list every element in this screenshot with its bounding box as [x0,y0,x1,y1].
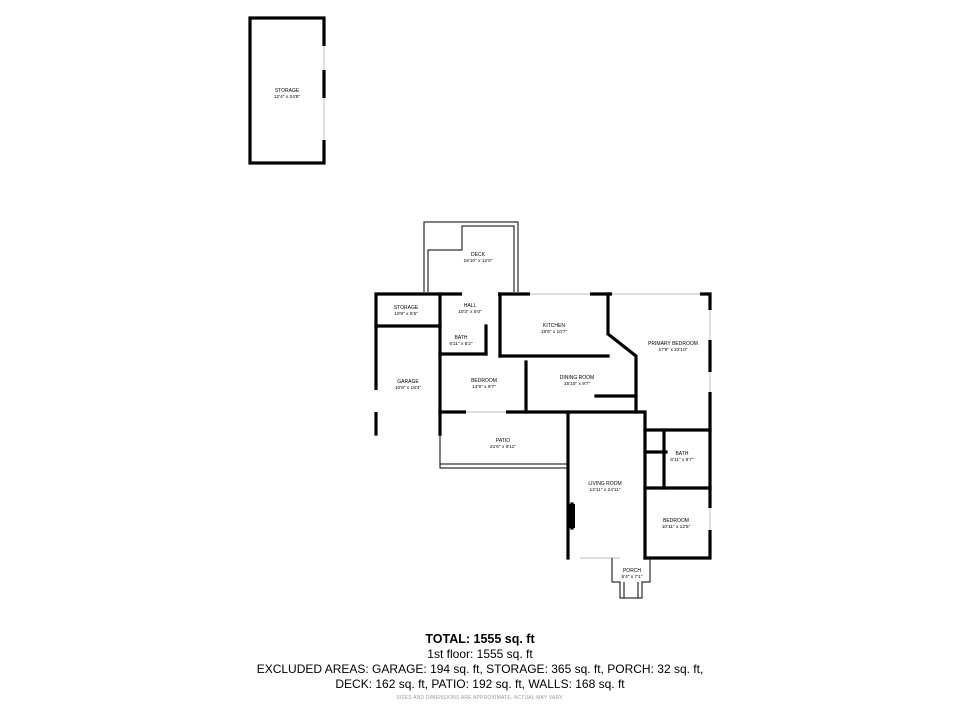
room-dimensions: 12'11" x 24'11" [590,487,621,493]
room-dimensions: 10'9" x 18'4" [395,385,422,391]
area-summary: TOTAL: 1555 sq. ft 1st floor: 1555 sq. f… [0,632,960,703]
room-dimensions: 17'6" x 22'10" [659,347,688,353]
floor-plan: STORAGE 12'4" x 24'8" DECK 16'10" x 12'0… [248,16,713,599]
room-name: PATIO [496,438,510,444]
room-patio: PATIO 21'6" x 9'11" [490,438,516,450]
room-dimensions: 19'5" x 10'7" [541,329,568,335]
room-name: BEDROOM [471,378,497,384]
room-storage: STORAGE 10'9" x 5'5" [394,305,419,317]
room-living-room: LIVING ROOM 12'11" x 24'11" [588,481,621,493]
room-primary-bedroom: PRIMARY BEDROOM 17'6" x 22'10" [648,341,698,353]
room-dimensions: 21'6" x 9'11" [490,444,516,450]
patio-outline [439,434,568,469]
room-name: KITCHEN [543,323,565,329]
room-dimensions: 15'10" x 9'7" [564,381,591,387]
room-bedroom-2: BEDROOM 10'11" x 12'5" [662,518,691,530]
openings [373,291,713,561]
room-deck: DECK 16'10" x 12'0" [464,252,493,264]
room-storage-detached: STORAGE 12'4" x 24'8" [274,88,301,100]
room-bath-1: BATH 6'11" x 5'2" [449,335,473,347]
room-name: GARAGE [397,379,419,385]
room-dimensions: 6'11" x 9'7" [670,457,694,463]
deck-outline [423,221,519,292]
room-dimensions: 14'9" x 9'7" [472,384,496,390]
room-porch: PORCH 5'4" x 7'1" [622,568,643,580]
detached-storage-building [248,16,327,165]
room-hall: HALL 10'3" x 5'0" [458,303,482,315]
room-name: HALL [464,303,477,309]
floor-area: 1st floor: 1555 sq. ft [427,647,533,661]
room-name: PORCH [623,568,641,574]
room-bath-2: BATH 6'11" x 9'7" [670,451,694,463]
room-name: LIVING ROOM [588,481,621,487]
room-dimensions: 16'10" x 12'0" [464,258,493,264]
room-name: BATH [676,451,689,457]
room-dimensions: 5'4" x 7'1" [622,574,643,580]
room-name: DINING ROOM [560,375,594,381]
room-bedroom-1: BEDROOM 14'9" x 9'7" [471,378,497,390]
room-dimensions: 10'11" x 12'5" [662,524,691,530]
excluded-areas-line-1: EXCLUDED AREAS: GARAGE: 194 sq. ft, STOR… [256,662,704,676]
room-name: STORAGE [394,305,419,311]
room-name: DECK [471,252,486,258]
house-walls [374,292,712,560]
room-dimensions: 10'9" x 5'5" [394,311,418,317]
room-dimensions: 12'4" x 24'8" [274,94,301,100]
room-name: BATH [455,335,468,341]
room-name: PRIMARY BEDROOM [648,341,698,347]
total-area: TOTAL: 1555 sq. ft [425,632,535,646]
excluded-areas-line-2: DECK: 162 sq. ft, PATIO: 192 sq. ft, WAL… [335,677,625,691]
room-name: BEDROOM [663,518,689,524]
room-dining-room: DINING ROOM 15'10" x 9'7" [560,375,594,387]
room-garage: GARAGE 10'9" x 18'4" [395,379,422,391]
room-name: STORAGE [275,88,300,94]
room-kitchen: KITCHEN 19'5" x 10'7" [541,323,568,335]
disclaimer: SIZES AND DIMENSIONS ARE APPROXIMATE, AC… [396,695,564,701]
room-dimensions: 10'3" x 5'0" [458,309,482,315]
porch-outline [611,558,651,599]
room-dimensions: 6'11" x 5'2" [449,341,473,347]
